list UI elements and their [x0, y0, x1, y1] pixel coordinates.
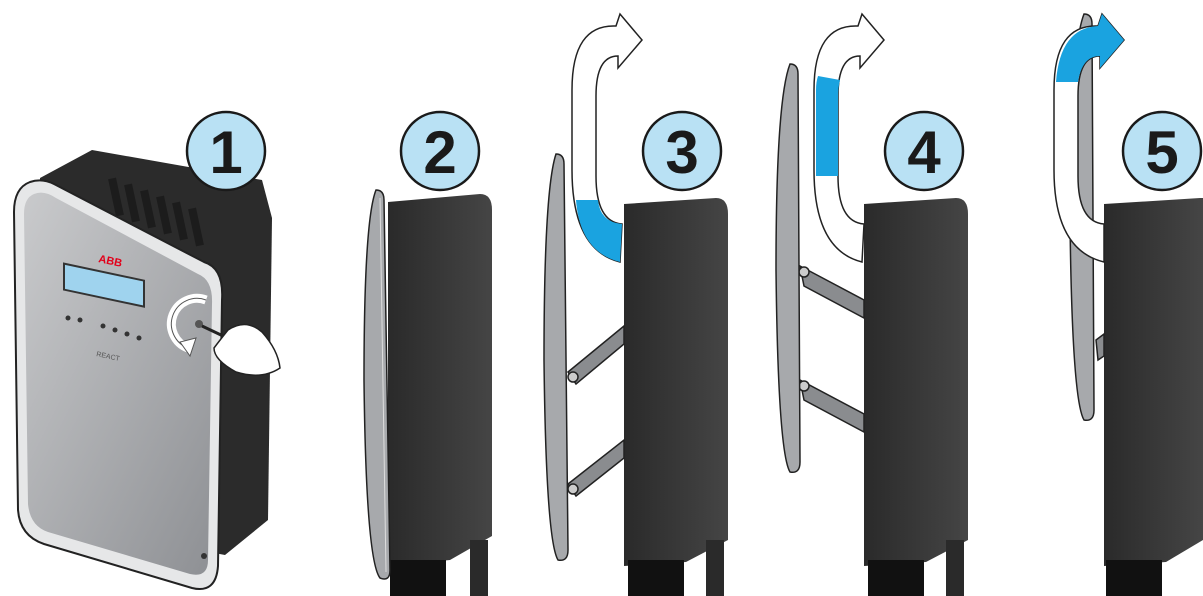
- bottom-connectors: [390, 560, 446, 596]
- rotation-arrow-icon: [166, 293, 208, 358]
- step-badge-3: 3: [641, 110, 723, 192]
- mounting-bracket: [946, 540, 964, 596]
- step-badge-5: 5: [1121, 110, 1203, 192]
- lcd-display: [63, 262, 145, 308]
- step-1-illustration: ABB REACT: [12, 150, 281, 590]
- svg-text:2: 2: [423, 119, 456, 186]
- mounting-bracket: [706, 540, 724, 596]
- lift-arrow-icon: [813, 12, 885, 263]
- keypad-buttons: [65, 315, 142, 341]
- lift-arrow-icon: [1053, 12, 1125, 263]
- step-2-illustration: [363, 189, 492, 596]
- step-badge-1: 1: [185, 110, 267, 192]
- bottom-connectors: [868, 560, 924, 596]
- svg-text:5: 5: [1145, 119, 1178, 186]
- lift-arrow-icon: [571, 12, 643, 263]
- cover-screw: [195, 320, 203, 328]
- step-5-illustration: [1053, 12, 1203, 596]
- step-4-illustration: [775, 12, 968, 596]
- hand-with-screwdriver-icon: [201, 323, 281, 376]
- svg-text:1: 1: [209, 119, 242, 186]
- bottom-connectors: [1106, 560, 1162, 596]
- cover-closed: [363, 189, 391, 580]
- inverter-body-side: [1104, 198, 1203, 566]
- step-badge-2: 2: [399, 110, 481, 192]
- step-badge-4: 4: [883, 110, 965, 192]
- svg-text:3: 3: [665, 119, 698, 186]
- svg-text:4: 4: [907, 119, 941, 186]
- inverter-body-side: [624, 198, 728, 566]
- cover-detached: [775, 63, 801, 474]
- model-label: REACT: [96, 351, 121, 363]
- step-3-illustration: [543, 12, 728, 596]
- bottom-connectors: [628, 560, 684, 596]
- hinge-arms: [798, 264, 865, 434]
- inverter-body-side: [864, 198, 968, 566]
- cover-detached: [543, 153, 569, 562]
- cover-screw-bottom: [201, 553, 207, 559]
- hinge-arms: [566, 324, 625, 498]
- brand-logo: ABB: [97, 253, 123, 270]
- mounting-bracket: [470, 540, 488, 596]
- inverter-body-side: [388, 194, 492, 566]
- heat-sink-fins: [108, 177, 204, 247]
